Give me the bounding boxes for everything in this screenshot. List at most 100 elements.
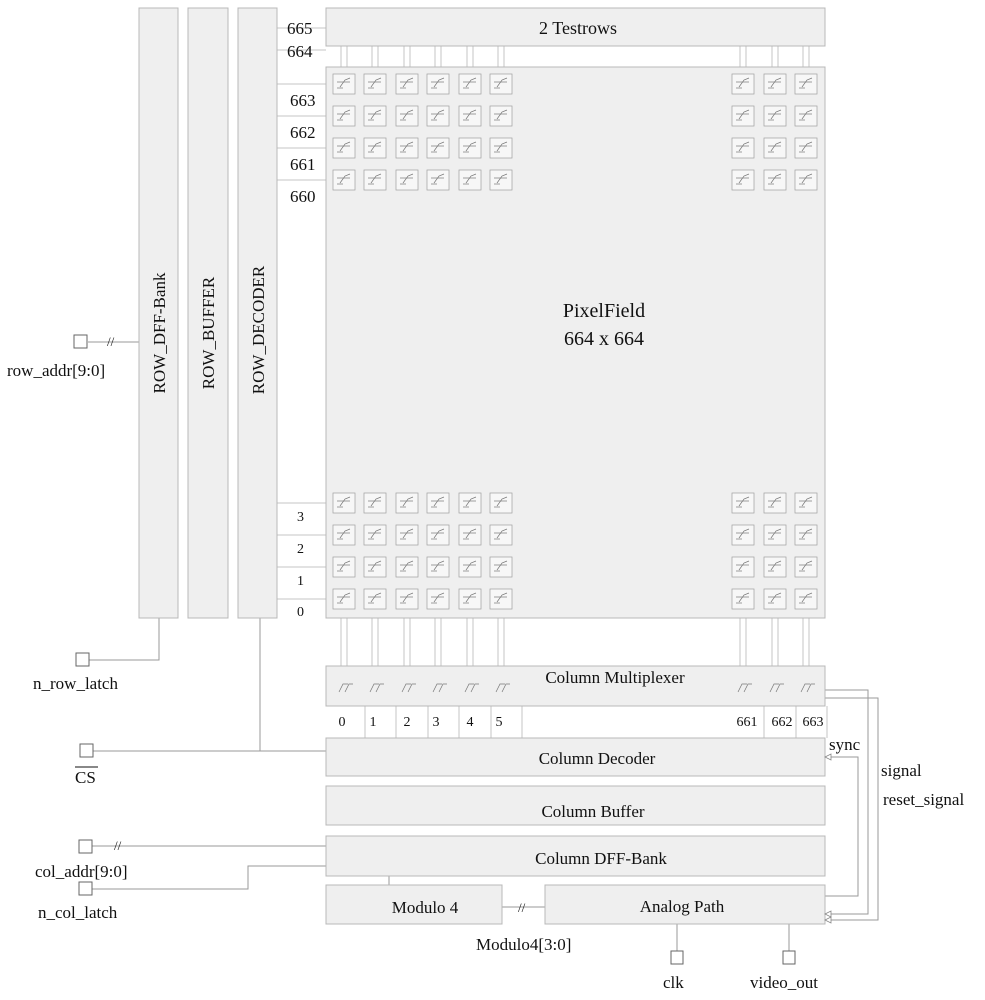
pixel-cell: [794, 73, 818, 95]
row-addr-pin: [73, 334, 88, 349]
pixel-cell: [363, 169, 387, 191]
column-dff-bank: Column DFF-Bank: [325, 835, 826, 877]
row-addr-label: row_addr[9:0]: [7, 361, 105, 380]
row-label-2: 2: [297, 542, 304, 557]
pixel-cell: [731, 588, 755, 610]
pixel-cell: [794, 169, 818, 191]
mux-switches: [338, 683, 815, 693]
row-label-662: 662: [290, 123, 316, 142]
mux-switch: [495, 683, 505, 693]
pixel-cell: [426, 73, 450, 95]
row-labels-bottom: 3 2 1 0: [297, 510, 304, 620]
column-multiplexer: Column Multiplexer: [325, 665, 826, 707]
row-dff-bank: ROW_DFF-Bank: [138, 7, 179, 619]
row-label-3: 3: [297, 510, 304, 525]
pixel-cell: [763, 492, 787, 514]
mux-switch: [737, 683, 747, 693]
pixel-cell: [332, 105, 356, 127]
pixel-cell: [395, 137, 419, 159]
pixel-cell: [363, 73, 387, 95]
pixel-cell: [458, 588, 482, 610]
n-col-latch-label: n_col_latch: [38, 903, 118, 922]
pixel-field: PixelField 664 x 664: [325, 66, 826, 619]
video-out-pin: [782, 950, 796, 965]
col-addr-bus-mark: //: [114, 838, 122, 853]
pixel-cell: [363, 105, 387, 127]
video-out-label: video_out: [750, 973, 818, 992]
pixel-cell: [332, 492, 356, 514]
io-pins: // row_addr[9:0] n_row_latch CS // col_a…: [7, 334, 964, 992]
pixel-cell: [395, 169, 419, 191]
pixel-cell: [763, 588, 787, 610]
mux-switch: [775, 683, 784, 693]
pixel-cell: [489, 524, 513, 546]
column-buffer-label: Column Buffer: [541, 802, 644, 821]
pixel-cell: [763, 105, 787, 127]
pixel-cell: [458, 73, 482, 95]
pixel-cell: [426, 588, 450, 610]
column-labels: 0 1 2 3 4 5 661 662 663: [339, 715, 824, 730]
mux-switch: [375, 683, 384, 693]
reset-signal-label: reset_signal: [883, 790, 964, 809]
pixel-cell: [332, 588, 356, 610]
clk-pin: [670, 950, 684, 965]
row-label-660: 660: [290, 187, 316, 206]
pixel-cell: [395, 73, 419, 95]
pixel-cell: [489, 137, 513, 159]
mux-switch: [470, 683, 479, 693]
pixel-cell: [426, 169, 450, 191]
pixel-cell: [489, 169, 513, 191]
mux-switch: [432, 683, 442, 693]
arrowheads: [824, 753, 832, 924]
pixel-cell: [332, 556, 356, 578]
pixel-cell: [395, 492, 419, 514]
pixel-cell: [458, 137, 482, 159]
mux-switch: [743, 683, 752, 693]
mux-switch: [401, 683, 411, 693]
col-label-663: 663: [803, 715, 824, 730]
pixel-cell: [731, 169, 755, 191]
pixel-cell: [489, 492, 513, 514]
testrows-label: 2 Testrows: [539, 18, 617, 38]
mux-switch: [438, 683, 447, 693]
mux-switch: [338, 683, 348, 693]
column-buffer: Column Buffer: [325, 785, 826, 826]
mux-switch: [769, 683, 779, 693]
column-decoder-label: Column Decoder: [539, 749, 656, 768]
row-label-663: 663: [290, 91, 316, 110]
row-addr-bus-mark: //: [107, 334, 115, 349]
pixel-cell: [763, 169, 787, 191]
modulo4-bus-label: Modulo4[3:0]: [476, 935, 571, 954]
col-label-4: 4: [467, 715, 474, 730]
row-dff-bank-label: ROW_DFF-Bank: [150, 272, 169, 393]
pixel-cell: [731, 556, 755, 578]
pixel-cell: [395, 588, 419, 610]
pixel-cell: [458, 524, 482, 546]
row-label-665: 665: [287, 19, 313, 38]
row-label-661: 661: [290, 155, 316, 174]
cs-label: CS: [75, 768, 96, 787]
col-label-5: 5: [496, 715, 503, 730]
pixel-cell: [794, 556, 818, 578]
pixel-cell: [363, 588, 387, 610]
mux-switch: [501, 683, 510, 693]
analog-path-block: Analog Path: [544, 884, 826, 925]
pixel-grid: [332, 73, 818, 610]
mux-switch: [369, 683, 379, 693]
row-buffer: ROW_BUFFER: [187, 7, 229, 619]
signal-label: signal: [881, 761, 922, 780]
pixel-cell: [395, 524, 419, 546]
pixel-cell: [731, 492, 755, 514]
analog-path-label: Analog Path: [640, 897, 725, 916]
row-labels-top: 665 664 663 662 661 660: [287, 19, 316, 206]
n-row-latch-label: n_row_latch: [33, 674, 118, 693]
pixel-cell: [426, 137, 450, 159]
pixel-cell: [332, 137, 356, 159]
mux-switch: [464, 683, 474, 693]
pixel-cell: [458, 492, 482, 514]
testrows-block: 2 Testrows: [325, 7, 826, 47]
pixel-cell: [395, 556, 419, 578]
col-addr-label: col_addr[9:0]: [35, 862, 128, 881]
pixel-cell: [763, 556, 787, 578]
row-label-0: 0: [297, 605, 304, 620]
